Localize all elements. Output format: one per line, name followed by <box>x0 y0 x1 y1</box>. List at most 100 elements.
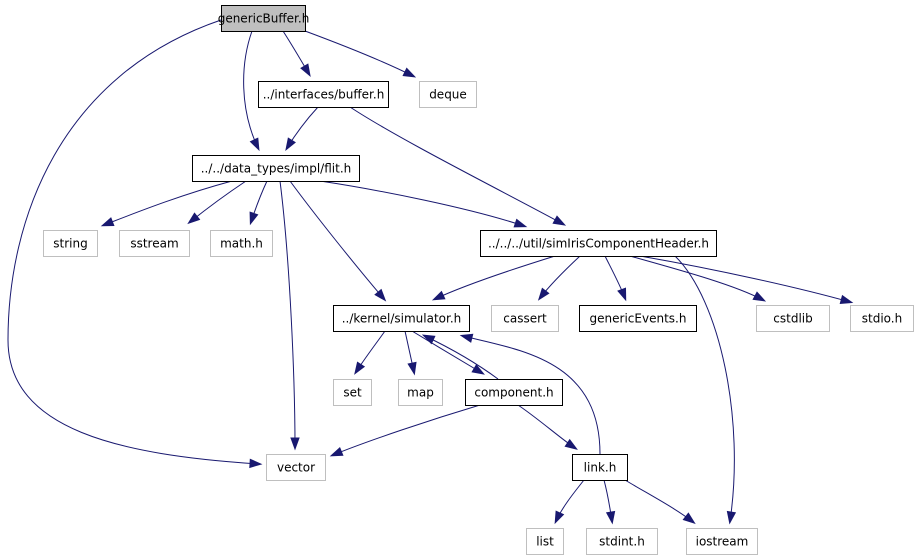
node-label: math.h <box>220 237 263 251</box>
node-label: ../../data_types/impl/flit.h <box>201 162 352 176</box>
node-box <box>210 230 273 257</box>
node-stdint: stdint.h <box>586 528 658 555</box>
node-label: genericBuffer.h <box>218 12 310 26</box>
node-box <box>850 305 914 332</box>
node-box <box>333 305 470 332</box>
arrowhead-icon <box>513 218 528 228</box>
arrowhead-icon <box>402 67 417 78</box>
edge-flit-to-string <box>100 180 233 227</box>
edge-simIris-to-iostream <box>674 255 737 525</box>
node-string: string <box>43 230 98 257</box>
node-math: math.h <box>210 230 273 257</box>
edge-line <box>103 180 233 226</box>
node-box <box>465 379 563 406</box>
node-iostream: iostream <box>686 528 758 555</box>
edge-line <box>319 180 525 227</box>
node-box <box>333 379 372 406</box>
arrowhead-icon <box>354 361 366 375</box>
edge-buffer-to-simIris <box>349 106 567 226</box>
node-box <box>756 305 830 332</box>
arrowhead-icon <box>839 294 854 304</box>
edge-simIris-to-genericEvents <box>604 255 627 302</box>
arrowhead-icon <box>407 361 417 376</box>
node-box <box>572 454 628 481</box>
edge-genericBuffer-to-flit <box>243 30 260 152</box>
edge-line <box>624 479 694 523</box>
edge-simIris-to-cstdlib <box>629 255 767 302</box>
edge-genericBuffer-to-deque <box>304 30 417 78</box>
edge-link-to-list <box>554 479 585 525</box>
edge-flit-to-math <box>249 180 268 226</box>
edge-genericBuffer-to-vector <box>7 19 263 469</box>
edge-genericBuffer-to-buffer <box>282 30 311 77</box>
node-label: list <box>536 535 554 549</box>
edge-line <box>674 255 735 522</box>
node-list: list <box>526 528 564 555</box>
node-flit[interactable]: ../../data_types/impl/flit.h <box>192 155 360 182</box>
node-map: map <box>398 379 443 406</box>
edge-simulator-to-map <box>404 330 417 376</box>
edge-line <box>304 30 414 77</box>
node-box <box>419 81 477 108</box>
node-label: iostream <box>696 535 749 549</box>
arrowhead-icon <box>605 510 616 525</box>
node-stdio: stdio.h <box>850 305 914 332</box>
node-box <box>586 528 658 555</box>
edge-simulator-to-component <box>411 330 485 375</box>
edge-buffer-to-flit <box>285 106 319 151</box>
node-label: string <box>53 237 87 251</box>
edge-simIris-to-simulator <box>431 255 556 301</box>
edge-line <box>332 404 481 456</box>
node-deque: deque <box>419 81 477 108</box>
edge-line <box>289 180 385 300</box>
arrowhead-icon <box>682 512 696 525</box>
edge-line <box>639 255 851 303</box>
node-label: cassert <box>503 312 547 326</box>
arrowhead-icon <box>617 287 627 302</box>
edge-flit-to-sstream <box>187 180 247 225</box>
edge-line <box>434 255 556 300</box>
node-simIris[interactable]: ../../../util/simIrisComponentHeader.h <box>480 230 717 257</box>
arrowhead-icon <box>285 137 296 151</box>
node-label: ../interfaces/buffer.h <box>263 88 385 102</box>
node-box <box>398 379 443 406</box>
node-box <box>579 305 697 332</box>
arrowhead-icon <box>459 333 474 343</box>
arrowhead-icon <box>290 437 300 451</box>
node-buffer[interactable]: ../interfaces/buffer.h <box>258 81 389 108</box>
arrowhead-icon <box>249 458 263 469</box>
node-link[interactable]: link.h <box>572 454 628 481</box>
arrowhead-icon <box>249 211 259 226</box>
edge-simulator-to-set <box>354 330 386 375</box>
arrowhead-icon <box>552 215 567 226</box>
edge-link-to-simulator <box>459 333 601 455</box>
edge-link-to-stdint <box>603 479 616 525</box>
node-box <box>221 5 306 32</box>
node-simulator[interactable]: ../kernel/simulator.h <box>333 305 470 332</box>
node-label: deque <box>429 88 467 102</box>
edge-layer <box>7 19 854 525</box>
node-box <box>686 528 758 555</box>
edge-flit-to-vector <box>279 180 300 451</box>
arrowhead-icon <box>100 217 115 227</box>
edge-simIris-to-cassert <box>537 255 581 301</box>
arrowhead-icon <box>187 212 201 225</box>
node-label: map <box>407 386 434 400</box>
node-genericBuffer[interactable]: genericBuffer.h <box>218 5 310 32</box>
node-box <box>119 230 190 257</box>
node-box <box>192 155 360 182</box>
edge-flit-to-simulator <box>289 180 387 302</box>
node-genericEvents[interactable]: genericEvents.h <box>579 305 697 332</box>
arrowhead-icon <box>537 287 550 301</box>
edge-simIris-to-stdio <box>639 255 854 304</box>
node-component[interactable]: component.h <box>465 379 563 406</box>
arrowhead-icon <box>564 438 578 450</box>
node-sstream: sstream <box>119 230 190 257</box>
node-cstdlib: cstdlib <box>756 305 830 332</box>
node-box <box>258 81 389 108</box>
node-layer: genericBuffer.h ../interfaces/buffer.h deq… <box>43 5 914 555</box>
edge-flit-to-simIris <box>319 180 528 228</box>
arrowhead-icon <box>300 63 311 77</box>
arrowhead-icon <box>554 510 565 525</box>
